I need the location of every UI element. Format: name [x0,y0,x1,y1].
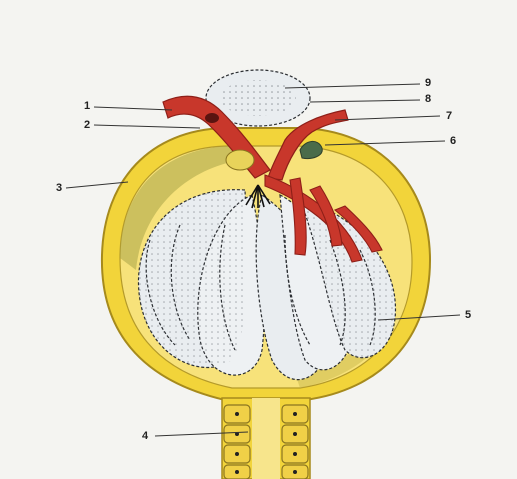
label-2: 2 [84,119,90,131]
label-8: 8 [425,93,431,105]
label-1: 1 [84,100,90,112]
label-5: 5 [465,309,471,321]
label-7: 7 [446,110,452,122]
label-4: 4 [142,430,148,442]
label-3: 3 [56,182,62,194]
label-9: 9 [425,77,431,89]
proximal-tubule [222,398,310,479]
label-6: 6 [450,135,456,147]
